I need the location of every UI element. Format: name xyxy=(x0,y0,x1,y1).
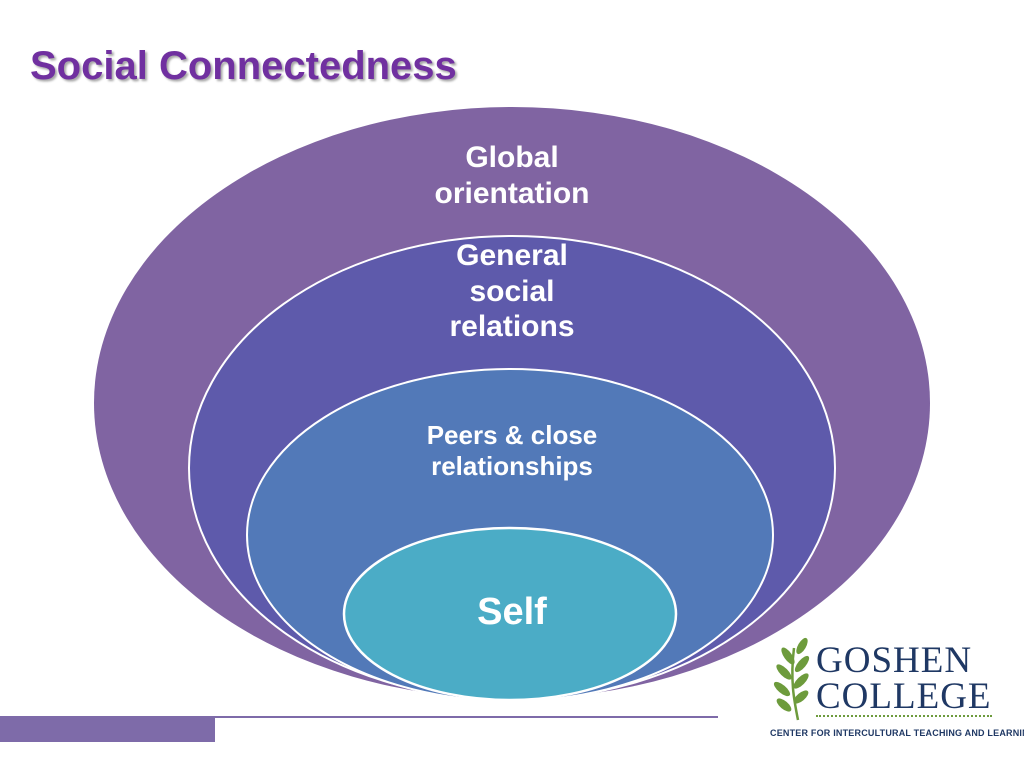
ring-label-line: Global xyxy=(465,141,559,174)
ring-label-global: Global orientation xyxy=(390,140,634,212)
logo-name-line1: GOSHEN xyxy=(816,640,973,681)
ring-self xyxy=(342,526,678,702)
olive-branch-icon xyxy=(773,637,810,721)
ring-label-peers: Peers & close relationships xyxy=(360,420,664,482)
footer-divider-line xyxy=(215,716,718,718)
ring-label-line: relations xyxy=(449,310,575,344)
logo-tagline: CENTER FOR INTERCULTURAL TEACHING AND LE… xyxy=(770,728,1024,738)
ring-label-self: Self xyxy=(420,590,604,636)
goshen-college-logo: GOSHEN COLLEGE CENTER FOR INTERCULTURAL … xyxy=(768,634,1024,746)
ring-label-line: General xyxy=(456,239,568,272)
ring-label-line: Self xyxy=(477,591,547,633)
ring-label-line: relationships xyxy=(431,451,593,482)
logo-name-line2: COLLEGE xyxy=(816,676,992,717)
ring-label-general: General social relations xyxy=(390,238,634,345)
logo-dotted-divider xyxy=(816,715,992,717)
ring-label-line: Peers & close xyxy=(426,420,598,450)
ring-label-line: orientation xyxy=(434,177,590,210)
slide-title: Social Connectedness xyxy=(30,44,457,88)
ring-label-line: social xyxy=(469,274,555,308)
footer-accent-bar xyxy=(0,716,215,742)
